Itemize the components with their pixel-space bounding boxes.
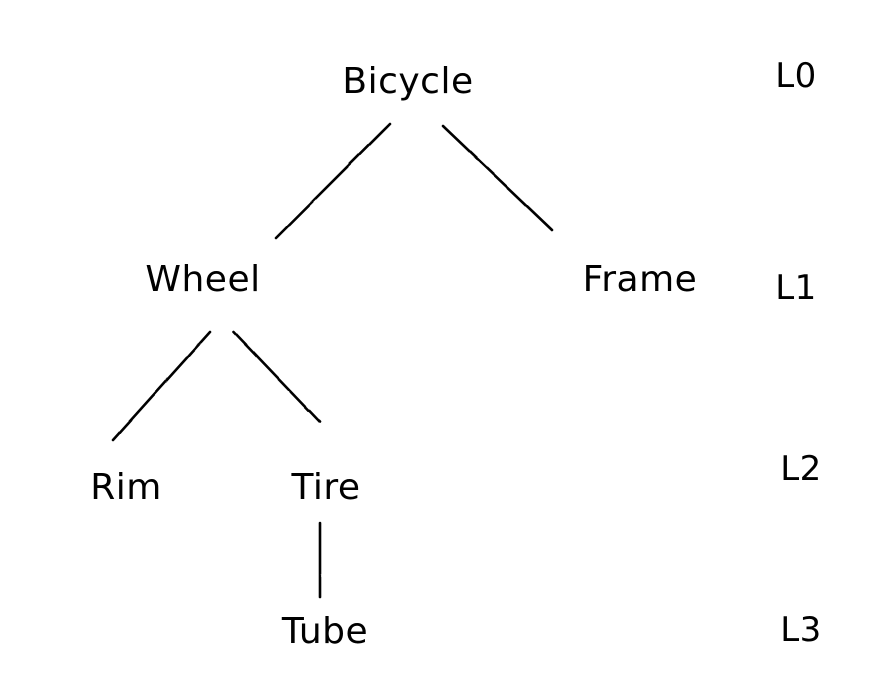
level-label-l1: L1 [775,268,817,308]
node-tire[interactable]: Tire [291,467,361,508]
level-label-l0: L0 [775,56,817,96]
node-tube[interactable]: Tube [281,611,369,652]
node-frame[interactable]: Frame [582,259,698,300]
edge-bicycle-to-wheel [274,122,392,240]
level-label-l3: L3 [780,610,822,650]
node-wheel[interactable]: Wheel [145,259,261,300]
node-rim[interactable]: Rim [90,467,162,508]
level-label-l2: L2 [780,449,822,489]
edge-wheel-to-tire [232,330,322,424]
node-bicycle[interactable]: Bicycle [342,61,474,102]
edge-wheel-to-rim [111,330,212,442]
edge-bicycle-to-frame [441,124,554,232]
